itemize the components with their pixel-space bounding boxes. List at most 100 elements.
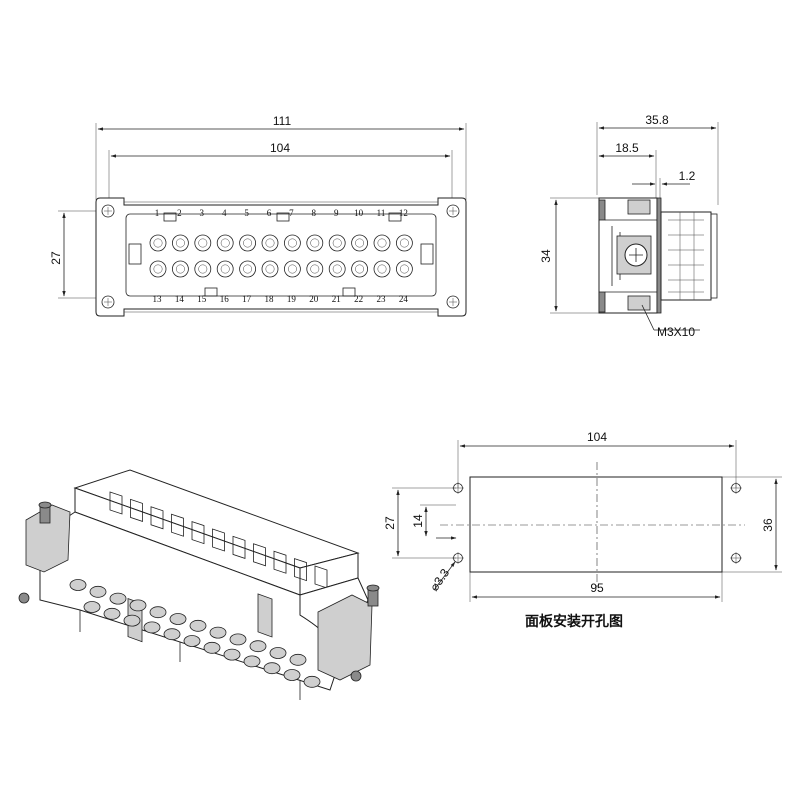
- dim-104-label: 104: [270, 141, 290, 155]
- contact-bore: [153, 238, 163, 248]
- dim-34-label: 34: [539, 249, 553, 263]
- pin-number-21: 21: [332, 294, 341, 304]
- cover-slot: [273, 550, 287, 574]
- dim-inner-width: 104: [108, 141, 453, 210]
- front-view: 111 104 27: [49, 114, 467, 317]
- contact-holes: [69, 579, 321, 688]
- front-housing-outline: [95, 197, 467, 317]
- dim-hole-vertical-label: 27: [383, 516, 397, 530]
- pin-number-24: 24: [399, 294, 409, 304]
- iso-contact-hole: [223, 648, 241, 661]
- contact-bore: [287, 264, 297, 274]
- mounting-screw-icon: [446, 295, 460, 309]
- cover-slot: [109, 491, 123, 515]
- screw-icon: [366, 584, 380, 607]
- pin-number-23: 23: [377, 294, 387, 304]
- contact-socket: [194, 260, 212, 278]
- contact-bore: [332, 264, 342, 274]
- iso-contact-hole: [189, 619, 207, 632]
- pin-number-22: 22: [354, 294, 363, 304]
- dim-hole-spacing: 104: [457, 430, 737, 488]
- dim-half-height: 14: [411, 504, 456, 537]
- contact-socket: [351, 234, 369, 252]
- contact-socket: [171, 260, 189, 278]
- contact-bore: [220, 264, 230, 274]
- contact-bore: [265, 264, 275, 274]
- iso-contact-hole: [123, 614, 141, 627]
- iso-contact-hole: [163, 628, 181, 641]
- dim-depth-to-flange: 18.5: [598, 141, 657, 200]
- iso-contact-hole: [249, 640, 267, 653]
- contact-socket: [239, 260, 257, 278]
- pin-number-4: 4: [222, 208, 227, 218]
- panel-cutout-view: 104 95 36 27 14 5: [383, 430, 782, 630]
- contact-bore: [175, 264, 185, 274]
- pin-number-10: 10: [354, 208, 364, 218]
- contact-socket: [283, 234, 301, 252]
- dim-cut-width-label: 95: [590, 581, 604, 595]
- contact-bore: [355, 238, 365, 248]
- contact-socket: [216, 234, 234, 252]
- contact-socket: [395, 234, 413, 252]
- screw-icon: [18, 592, 30, 604]
- hole-icon: [452, 482, 464, 494]
- iso-contact-hole: [83, 601, 101, 613]
- pin-number-6: 6: [267, 208, 272, 218]
- hole-icon: [730, 552, 742, 564]
- iso-contact-hole: [69, 579, 87, 591]
- contact-bore: [310, 238, 320, 248]
- mounting-screw-icon: [101, 295, 115, 309]
- pin-number-18: 18: [265, 294, 275, 304]
- contact-socket: [216, 260, 234, 278]
- dim-overall-width: 111: [95, 114, 467, 200]
- cover-slot: [171, 513, 184, 537]
- iso-contact-hole: [269, 647, 287, 659]
- pin-number-15: 15: [197, 294, 207, 304]
- pin-number-17: 17: [242, 294, 252, 304]
- iso-contact-hole: [169, 613, 187, 625]
- contact-socket: [194, 234, 212, 252]
- contact-bore: [243, 264, 253, 274]
- hole-icon: [730, 482, 742, 494]
- screw-size-label: M3X10: [657, 325, 695, 339]
- iso-contact-hole: [303, 675, 321, 688]
- iso-contact-hole: [143, 621, 161, 634]
- contact-socket: [306, 260, 324, 278]
- iso-contact-hole: [243, 655, 261, 668]
- pin-number-5: 5: [244, 208, 249, 218]
- contact-bore: [243, 238, 253, 248]
- contact-socket: [351, 260, 369, 278]
- contact-bore: [175, 238, 185, 248]
- contact-socket: [149, 260, 167, 278]
- pin-number-8: 8: [312, 208, 317, 218]
- iso-contact-hole: [89, 585, 107, 598]
- cover-slot: [130, 498, 143, 522]
- contact-bore: [377, 238, 387, 248]
- contact-socket: [328, 260, 346, 278]
- iso-contact-hole: [289, 653, 307, 666]
- pin-number-20: 20: [309, 294, 319, 304]
- contact-bore: [355, 264, 365, 274]
- iso-contact-hole: [103, 607, 121, 620]
- iso-contact-hole: [109, 592, 127, 605]
- contact-bore: [332, 238, 342, 248]
- screw-icon: [38, 501, 52, 524]
- contact-socket: [373, 260, 391, 278]
- pin-number-12: 12: [399, 208, 408, 218]
- dim-35-8-label: 35.8: [645, 113, 669, 127]
- contact-bore: [198, 238, 208, 248]
- cover-slot: [232, 535, 246, 559]
- pin-labels-top: 1 2 3 4 5 6 7 8 9 10 11 12: [155, 208, 408, 218]
- iso-contact-hole: [129, 599, 147, 612]
- pin-number-11: 11: [377, 208, 386, 218]
- contact-socket: [261, 260, 279, 278]
- screw-icon: [350, 670, 362, 682]
- pin-number-16: 16: [220, 294, 230, 304]
- pin-number-9: 9: [334, 208, 339, 218]
- dim-hole-spacing-label: 104: [587, 430, 607, 444]
- dim-hole-vertical: 27: [383, 487, 456, 559]
- contact-bore: [220, 238, 230, 248]
- cover-slot: [150, 506, 164, 530]
- dim-cut-height-label: 36: [761, 518, 775, 532]
